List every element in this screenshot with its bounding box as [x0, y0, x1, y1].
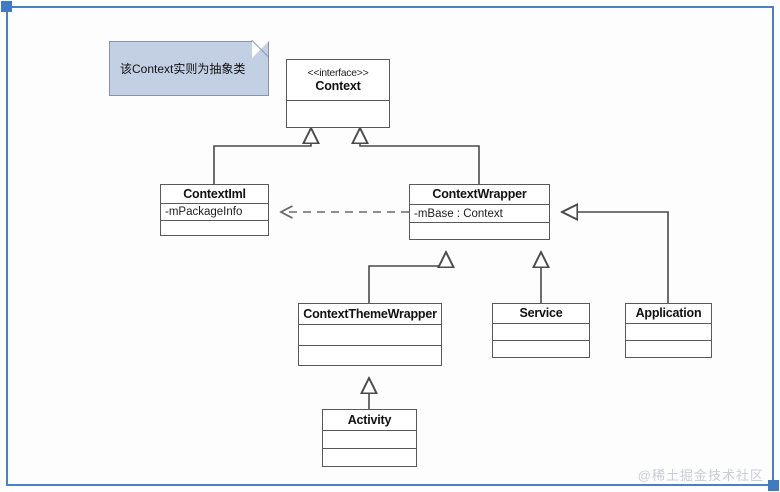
class-name-activity: Activity [347, 412, 392, 427]
class-box-application[interactable]: Application [625, 303, 712, 358]
class-attribute-contextiml-0: -mPackageInfo [161, 204, 268, 221]
class-header-contextiml: ContextIml [161, 185, 268, 204]
resize-handle-bottom-right[interactable] [768, 480, 779, 491]
class-compartment-contextthemewrapper-2 [299, 346, 441, 366]
resize-handle-top-left[interactable] [1, 1, 12, 12]
class-box-contextthemewrapper[interactable]: ContextThemeWrapper [298, 303, 442, 366]
note-text: 该Context实则为抽象类 [120, 62, 246, 76]
note-context-abstract[interactable]: 该Context实则为抽象类 [109, 39, 269, 96]
class-attribute-contextwrapper-0: -mBase : Context [410, 205, 549, 223]
class-box-activity[interactable]: Activity [322, 409, 417, 467]
connector-application-to-contextwrapper [562, 212, 669, 303]
class-compartment-context-1 [287, 101, 389, 127]
class-box-context[interactable]: <<interface>> Context [286, 59, 390, 128]
watermark: @稀土掘金技术社区 [637, 468, 764, 483]
class-compartment-application-1 [626, 324, 711, 341]
class-name-contextthemewrapper: ContextThemeWrapper [303, 306, 437, 321]
class-compartment-contextwrapper-1 [410, 223, 549, 239]
frame-border-bottom [6, 484, 774, 486]
class-compartment-contextthemewrapper-1 [299, 325, 441, 346]
class-box-contextwrapper[interactable]: ContextWrapper -mBase : Context [409, 184, 550, 240]
class-compartment-service-1 [493, 324, 589, 341]
class-box-service[interactable]: Service [492, 303, 590, 358]
class-compartment-application-2 [626, 341, 711, 357]
connector-contextwrapper-to-context [360, 128, 480, 184]
class-header-application: Application [626, 304, 711, 324]
frame-border-left [6, 6, 8, 486]
class-name-context: Context [315, 78, 361, 93]
connector-contextthemewrapper-to-contextwrapper [368, 252, 446, 303]
class-header-contextwrapper: ContextWrapper [410, 185, 549, 205]
class-header-context: <<interface>> Context [287, 60, 389, 101]
class-compartment-contextiml-1 [161, 221, 268, 235]
frame-border-right [772, 6, 774, 486]
class-header-contextthemewrapper: ContextThemeWrapper [299, 304, 441, 325]
frame-border-top [6, 6, 774, 8]
class-header-activity: Activity [323, 410, 416, 431]
class-name-application: Application [635, 306, 702, 321]
class-name-contextiml: ContextIml [183, 186, 246, 201]
class-compartment-activity-2 [323, 449, 416, 466]
class-stereotype-context: <<interface>> [307, 66, 369, 79]
connector-contextiml-to-context [213, 128, 311, 184]
class-compartment-activity-1 [323, 431, 416, 449]
class-name-contextwrapper: ContextWrapper [432, 187, 527, 202]
class-box-contextiml[interactable]: ContextIml -mPackageInfo [160, 184, 269, 236]
class-name-service: Service [519, 306, 563, 321]
class-compartment-service-2 [493, 341, 589, 357]
class-header-service: Service [493, 304, 589, 324]
